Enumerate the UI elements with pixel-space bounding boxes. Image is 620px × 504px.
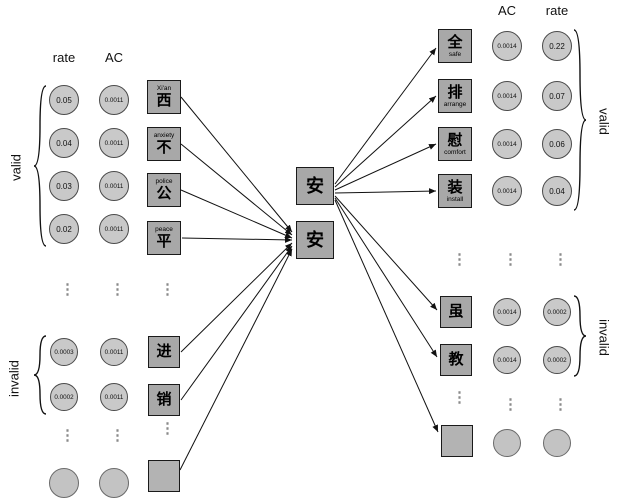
ac-circle: 0.0014	[492, 176, 522, 206]
empty-char-square	[441, 425, 473, 457]
left-invalid-brace	[33, 335, 47, 415]
center-char: 安	[306, 229, 324, 250]
char-square: 销	[148, 384, 180, 416]
center-square-top: 安	[296, 167, 334, 205]
char-glyph: 进	[156, 343, 172, 361]
rate-circle: 0.0002	[50, 383, 78, 411]
char-glyph: 全	[447, 33, 463, 51]
vertical-ellipsis: ⋮	[452, 251, 467, 268]
left-invalid-label: invalid	[6, 360, 22, 397]
right-valid-label: valid	[596, 108, 612, 135]
rate-circle: 0.02	[49, 214, 79, 244]
char-square: 排 arrange	[438, 79, 472, 113]
char-glyph: 西	[156, 91, 172, 109]
char-square: 装 install	[438, 174, 472, 208]
left-arrows	[179, 96, 293, 471]
empty-ac-circle	[493, 429, 521, 457]
center-char: 安	[306, 175, 324, 196]
left-valid-label: valid	[8, 154, 24, 181]
char-glyph: 排	[447, 83, 463, 101]
char-gloss: peace	[155, 225, 173, 233]
left-ac-header: AC	[104, 50, 124, 65]
char-glyph: 公	[156, 184, 172, 202]
ac-circle: 0.0011	[99, 128, 129, 158]
ac-circle: 0.0011	[99, 171, 129, 201]
vertical-ellipsis: ⋮	[110, 281, 125, 298]
empty-char-square	[148, 460, 180, 492]
rate-circle: 0.0003	[50, 338, 78, 366]
char-glyph: 虽	[448, 303, 464, 321]
vertical-ellipsis: ⋮	[60, 427, 75, 444]
vertical-ellipsis: ⋮	[160, 420, 175, 437]
char-glyph: 平	[156, 232, 172, 250]
rate-circle: 0.0002	[543, 346, 571, 374]
vertical-ellipsis: ⋮	[452, 389, 467, 406]
empty-ac-circle	[99, 468, 129, 498]
right-ac-header: AC	[497, 3, 517, 18]
left-rate-header: rate	[52, 50, 76, 65]
right-rate-header: rate	[545, 3, 569, 18]
empty-rate-circle	[49, 468, 79, 498]
char-glyph: 装	[447, 178, 463, 196]
ac-circle: 0.0011	[100, 338, 128, 366]
char-gloss: safe	[448, 51, 462, 59]
vertical-ellipsis: ⋮	[503, 396, 518, 413]
char-square: Xi'an 西	[147, 80, 181, 114]
char-glyph: 教	[448, 351, 464, 369]
vertical-ellipsis: ⋮	[110, 427, 125, 444]
char-square: anxiety 不	[147, 127, 181, 161]
right-valid-brace	[573, 29, 587, 211]
rate-circle: 0.03	[49, 171, 79, 201]
rate-circle: 0.07	[542, 81, 572, 111]
char-gloss: police	[155, 177, 173, 185]
vertical-ellipsis: ⋮	[553, 396, 568, 413]
empty-rate-circle	[543, 429, 571, 457]
char-gloss: Xi'an	[156, 84, 172, 92]
left-valid-brace	[33, 85, 47, 247]
vertical-ellipsis: ⋮	[553, 251, 568, 268]
rate-circle: 0.0002	[543, 298, 571, 326]
char-square: police 公	[147, 173, 181, 207]
char-square: 进	[148, 336, 180, 368]
ac-circle: 0.0014	[493, 298, 521, 326]
char-square: 全 safe	[438, 29, 472, 63]
char-square: 教	[440, 344, 472, 376]
ac-circle: 0.0014	[493, 346, 521, 374]
rate-circle: 0.06	[542, 129, 572, 159]
ac-circle: 0.0011	[99, 214, 129, 244]
char-square: 慰 comfort	[438, 127, 472, 161]
char-gloss: arrange	[443, 101, 467, 109]
vertical-ellipsis: ⋮	[160, 281, 175, 298]
vertical-ellipsis: ⋮	[60, 281, 75, 298]
rate-circle: 0.22	[542, 31, 572, 61]
ac-circle: 0.0014	[492, 129, 522, 159]
char-gloss: anxiety	[153, 131, 175, 139]
right-invalid-label: invalid	[596, 319, 612, 356]
rate-circle: 0.04	[49, 128, 79, 158]
char-glyph: 慰	[447, 131, 463, 149]
char-gloss: comfort	[444, 149, 466, 157]
rate-circle: 0.05	[49, 85, 79, 115]
char-glyph: 销	[156, 391, 172, 409]
ac-circle: 0.0014	[492, 81, 522, 111]
ac-circle: 0.0014	[492, 31, 522, 61]
ac-circle: 0.0011	[100, 383, 128, 411]
char-gloss: install	[446, 196, 464, 204]
braces	[33, 29, 587, 415]
char-square: 虽	[440, 296, 472, 328]
char-square: peace 平	[147, 221, 181, 255]
right-arrows	[334, 47, 439, 433]
vertical-ellipsis: ⋮	[503, 251, 518, 268]
center-square-bottom: 安	[296, 221, 334, 259]
char-glyph: 不	[156, 138, 172, 156]
ac-circle: 0.0011	[99, 85, 129, 115]
right-invalid-brace	[573, 295, 587, 377]
rate-circle: 0.04	[542, 176, 572, 206]
